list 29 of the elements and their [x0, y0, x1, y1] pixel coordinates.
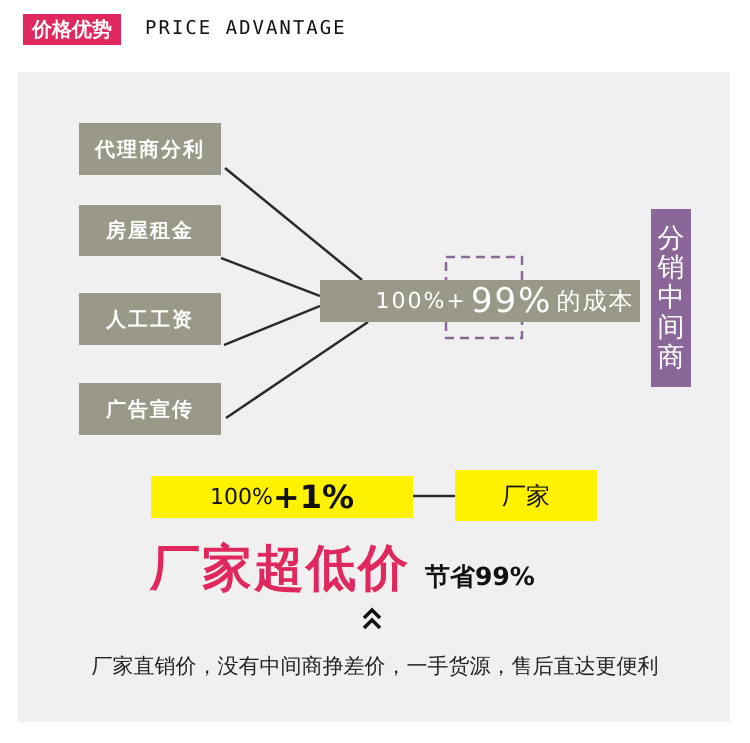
- connector-line: [224, 304, 320, 346]
- cost-text: 100%+: [376, 288, 467, 314]
- cost-box: [79, 123, 221, 175]
- headline: 厂家超低价: [150, 538, 410, 599]
- box-label: 厂家: [502, 480, 550, 512]
- box-label: 代理商分利: [95, 136, 205, 162]
- box-label: 人工工资: [106, 306, 194, 332]
- savings-text: 节省99%: [425, 561, 535, 593]
- title-badge: 价格优势: [23, 14, 121, 45]
- percent-text: 99%: [470, 281, 552, 321]
- connector-line: [224, 167, 363, 281]
- connector-line: [220, 256, 320, 298]
- box-label: 100%: [210, 484, 273, 510]
- vertical-label: 分销中间商: [658, 224, 684, 372]
- cost-bar: [320, 280, 640, 322]
- cost-text: 的成本: [556, 286, 634, 317]
- cost-box: [79, 383, 221, 435]
- cost-box: [79, 293, 221, 345]
- vertical-box: [651, 209, 691, 387]
- highlight-box: [151, 476, 413, 518]
- description-text: 厂家直销价，没有中间商挣差价，一手货源，售后直达更便利: [90, 653, 660, 680]
- connector-line: [225, 320, 369, 420]
- connector-line: [413, 494, 455, 498]
- cost-box: [79, 205, 221, 256]
- box-label: 广告宣传: [106, 396, 194, 422]
- box-label: 房屋租金: [106, 217, 194, 244]
- highlight-box: [455, 470, 597, 521]
- subtitle: PRICE ADVANTAGE: [145, 17, 347, 39]
- box-label: +1%: [272, 478, 354, 516]
